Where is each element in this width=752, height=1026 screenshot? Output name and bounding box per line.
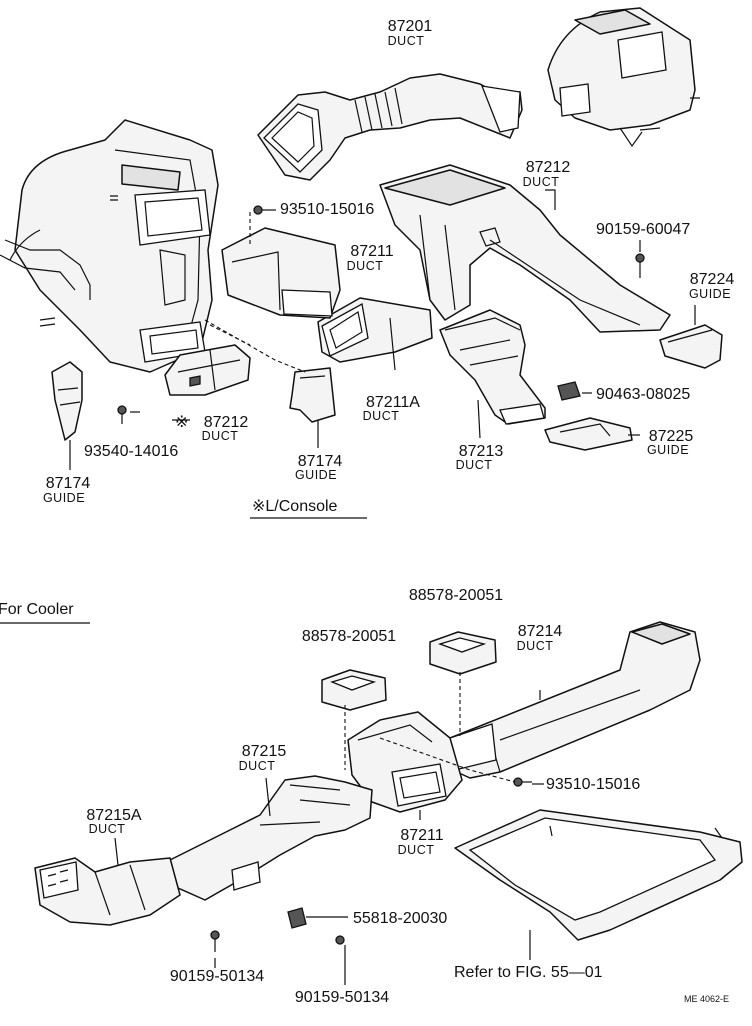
screw-93510-bottom-shape bbox=[513, 777, 532, 787]
clip-90463-shape bbox=[557, 381, 581, 401]
duct-87214-shape bbox=[444, 621, 701, 779]
seal-88578-left-shape bbox=[321, 669, 387, 711]
guide-87224-shape bbox=[659, 324, 723, 369]
seal-88578-right-shape bbox=[429, 631, 497, 675]
label-87214-number: 87214 bbox=[518, 623, 563, 640]
label-87201-name: DUCT bbox=[388, 34, 425, 48]
label-88578-left: 88578-20051 bbox=[302, 628, 396, 645]
duct-87211A-shape bbox=[317, 297, 433, 363]
guide-87225-shape bbox=[544, 417, 633, 451]
note-refer-fig: Refer to FIG. 55—01 bbox=[454, 964, 603, 981]
duct-87215-shape bbox=[169, 775, 373, 901]
screw-93540-shape bbox=[117, 405, 127, 424]
duct-87201-shape bbox=[257, 73, 523, 181]
label-90159-50134-left: 90159-50134 bbox=[170, 968, 264, 985]
label-87174-right-name: GUIDE bbox=[295, 468, 337, 482]
label-90159-60047: 90159-60047 bbox=[596, 221, 690, 238]
screw-90159-60047-shape bbox=[635, 253, 645, 278]
label-87214-name: DUCT bbox=[517, 639, 554, 653]
label-87201-number: 87201 bbox=[388, 18, 433, 35]
guide-87174-left-shape bbox=[51, 361, 83, 441]
screw-90159-50134-right-shape bbox=[335, 935, 345, 945]
label-87211A-name: DUCT bbox=[363, 409, 400, 423]
label-87215A-name: DUCT bbox=[89, 822, 126, 836]
label-87224-name: GUIDE bbox=[689, 287, 731, 301]
label-87211A-number: 87211A bbox=[366, 394, 420, 411]
duct-87211-bottom-shape bbox=[347, 711, 463, 813]
label-87215A-number: 87215A bbox=[86, 807, 141, 824]
label-87211-bottom-name: DUCT bbox=[398, 843, 435, 857]
label-87211-bottom-number: 87211 bbox=[400, 827, 443, 844]
heater-unit-housing bbox=[0, 119, 219, 373]
label-87212-console-name: DUCT bbox=[202, 429, 239, 443]
duct-87213-shape bbox=[439, 309, 546, 425]
label-87225-number: 87225 bbox=[649, 428, 694, 445]
screw-90159-50134-left-shape bbox=[210, 930, 220, 952]
label-90159-50134-right: 90159-50134 bbox=[295, 989, 389, 1006]
label-87215-name: DUCT bbox=[239, 759, 276, 773]
label-93510-top: 93510-15016 bbox=[280, 201, 374, 218]
clip-55818-shape bbox=[287, 907, 307, 929]
label-87225-name: GUIDE bbox=[647, 443, 689, 457]
label-93510-bottom: 93510-15016 bbox=[546, 776, 640, 793]
label-93540-14016: 93540-14016 bbox=[84, 443, 178, 460]
label-87213-number: 87213 bbox=[459, 443, 504, 460]
label-87215-number: 87215 bbox=[242, 743, 287, 760]
label-87212-top-number: 87212 bbox=[526, 159, 571, 176]
screw-93510-top-shape bbox=[253, 205, 263, 215]
label-87212-console-number: 87212 bbox=[204, 414, 249, 431]
label-87224-number: 87224 bbox=[690, 271, 735, 288]
label-87211-top-number: 87211 bbox=[350, 243, 393, 260]
duct-87211-top-shape bbox=[221, 227, 341, 319]
drawing-code: ME 4062-E bbox=[684, 994, 729, 1004]
label-87174-left-number: 87174 bbox=[46, 475, 91, 492]
duct-87212-console-shape bbox=[164, 344, 251, 396]
duct-87215A-shape bbox=[34, 857, 181, 926]
label-87174-right-number: 87174 bbox=[298, 453, 343, 470]
label-90463-08025: 90463-08025 bbox=[596, 386, 690, 403]
label-87211-top-name: DUCT bbox=[347, 259, 384, 273]
label-55818-20030: 55818-20030 bbox=[353, 910, 447, 927]
console-tray-shape bbox=[454, 809, 743, 941]
label-87174-left-name: GUIDE bbox=[43, 491, 85, 505]
guide-87174-right-shape bbox=[289, 367, 336, 423]
duct-87212-top-shape bbox=[379, 164, 671, 333]
blower-unit-shape bbox=[547, 7, 700, 148]
label-87212-top-name: DUCT bbox=[523, 175, 560, 189]
label-88578-right: 88578-20051 bbox=[409, 587, 503, 604]
label-87212-console-mark: ※ bbox=[175, 414, 188, 431]
note-for-cooler: For Cooler bbox=[0, 601, 74, 618]
label-87213-name: DUCT bbox=[456, 458, 493, 472]
note-l-console: ※L/Console bbox=[252, 498, 338, 515]
